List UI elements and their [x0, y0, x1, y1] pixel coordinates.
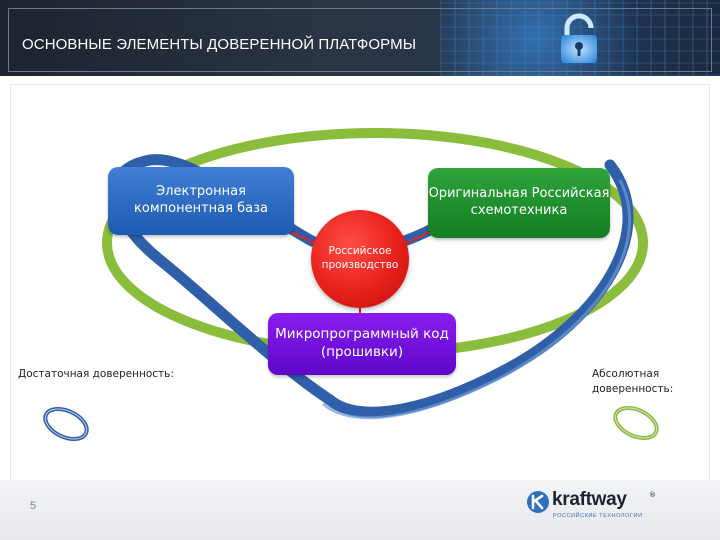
small-blue-ring — [43, 406, 89, 442]
logo-registered-mark: ® — [649, 491, 656, 499]
kraftway-logo-icon — [527, 491, 549, 513]
node-russian-production: Российское производство — [311, 210, 409, 308]
label-absolute-trust: Абсолютная доверенность: — [592, 368, 674, 395]
node-electronic-components: Электронная компонентная база — [108, 167, 294, 235]
label-sufficient-trust: Достаточная доверенность: — [18, 368, 174, 380]
page-title: ОСНОВНЫЕ ЭЛЕМЕНТЫ ДОВЕРЕННОЙ ПЛАТФОРМЫ — [22, 36, 417, 53]
footer-bar — [0, 480, 720, 540]
page-number: 5 — [30, 500, 37, 512]
logo-subtitle: РОССИЙСКИЕ ТЕХНОЛОГИИ — [553, 513, 643, 519]
kraftway-logo-text: kraftway — [552, 489, 627, 510]
node-firmware: Микропрограммный код (прошивки) — [268, 313, 456, 375]
blue-loop-inner — [322, 179, 632, 420]
lock-icon — [561, 13, 597, 63]
small-green-ring — [613, 405, 659, 441]
header-banner: ОСНОВНЫЕ ЭЛЕМЕНТЫ ДОВЕРЕННОЙ ПЛАТФОРМЫ — [0, 0, 720, 76]
header-frame — [8, 8, 712, 72]
node-original-circuitry: Оригинальная Российская схемотехника — [428, 168, 610, 238]
